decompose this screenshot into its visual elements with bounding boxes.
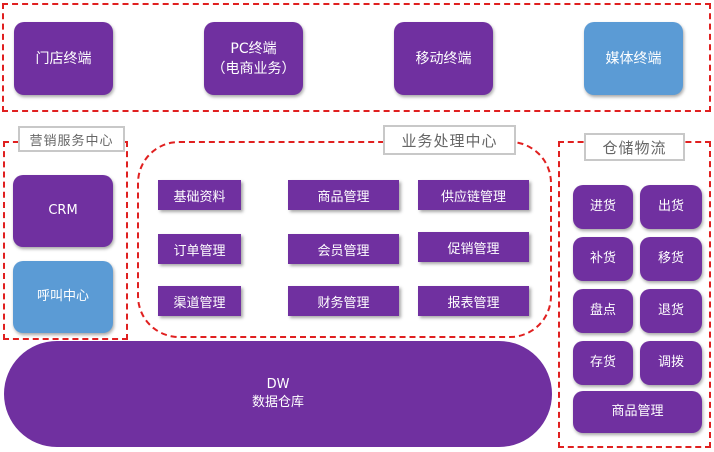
order-management-button: 订单管理	[158, 234, 241, 264]
business-frame	[137, 141, 552, 338]
marketing-title: 营销服务中心	[18, 126, 125, 152]
stock-in-box: 进货	[573, 185, 633, 229]
dw-label: DW	[266, 377, 290, 392]
warehouse-title: 仓储物流	[584, 133, 685, 161]
goods-management-button: 商品管理	[288, 180, 399, 210]
promotion-management-button: 促销管理	[418, 232, 529, 262]
basic-data-button: 基础资料	[158, 180, 241, 210]
allocation-box: 调拨	[640, 341, 702, 385]
data-warehouse-capsule: DW 数据仓库	[4, 341, 552, 447]
member-management-button: 会员管理	[288, 234, 399, 264]
replenish-box: 补货	[573, 237, 633, 281]
channel-management-button: 渠道管理	[158, 286, 241, 316]
supply-chain-button: 供应链管理	[418, 180, 529, 210]
call-center-box: 呼叫中心	[13, 261, 113, 333]
report-management-button: 报表管理	[418, 286, 529, 316]
data-warehouse-label: 数据仓库	[251, 395, 304, 410]
media-terminal-box: 媒体终端	[584, 22, 683, 95]
pc-terminal-box: PC终端 （电商业务）	[204, 22, 303, 95]
stock-box: 存货	[573, 341, 633, 385]
stock-out-box: 出货	[640, 185, 702, 229]
terminals-frame	[2, 3, 711, 112]
business-title: 业务处理中心	[383, 125, 516, 155]
crm-box: CRM	[13, 175, 113, 247]
warehouse-goods-management-box: 商品管理	[573, 391, 702, 433]
inventory-count-box: 盘点	[573, 289, 633, 333]
mobile-terminal-box: 移动终端	[394, 22, 493, 95]
return-box: 退货	[640, 289, 702, 333]
finance-management-button: 财务管理	[288, 286, 399, 316]
store-terminal-box: 门店终端	[14, 22, 113, 95]
transfer-box: 移货	[640, 237, 702, 281]
